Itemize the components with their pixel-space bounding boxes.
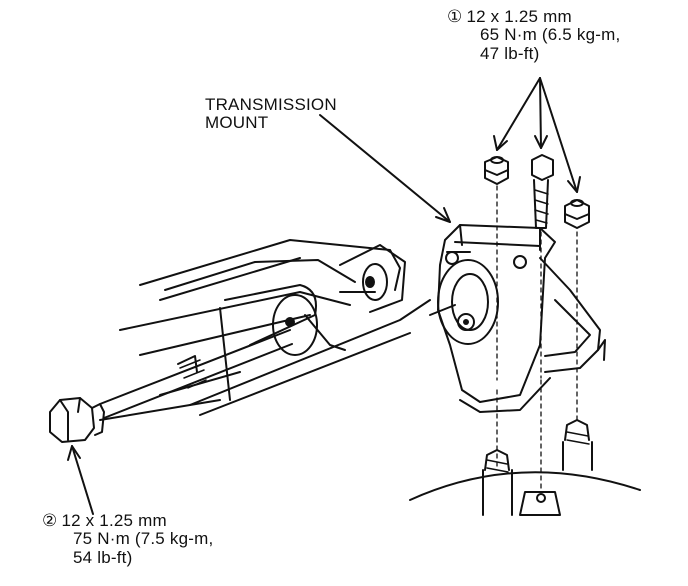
callout-marker-1: ① xyxy=(447,7,463,26)
callout-bottom-size: 12 x 1.25 mm xyxy=(61,511,167,530)
callout-marker-2: ② xyxy=(42,511,58,530)
mount-bolts xyxy=(484,154,590,491)
callout-bottom-torque-lbft: 54 lb-ft) xyxy=(73,547,133,567)
callout-top-torque-lbft: 47 lb-ft) xyxy=(480,43,540,63)
frame-arm xyxy=(99,239,431,421)
transmission-mount-body xyxy=(429,224,606,413)
mount-title-line1: TRANSMISSION xyxy=(205,95,337,114)
callout-arrows xyxy=(67,77,581,515)
through-bolt xyxy=(49,329,293,443)
frame-studs xyxy=(409,419,641,516)
mount-title: TRANSMISSION MOUNT xyxy=(205,95,337,133)
callout-top-size: 12 x 1.25 mm xyxy=(466,7,572,26)
callout-bottom-torque: 75 N·m (7.5 kg-m, xyxy=(73,529,214,549)
callout-top-torque: 65 N·m (6.5 kg-m, xyxy=(480,25,621,45)
mount-title-line2: MOUNT xyxy=(205,113,269,133)
